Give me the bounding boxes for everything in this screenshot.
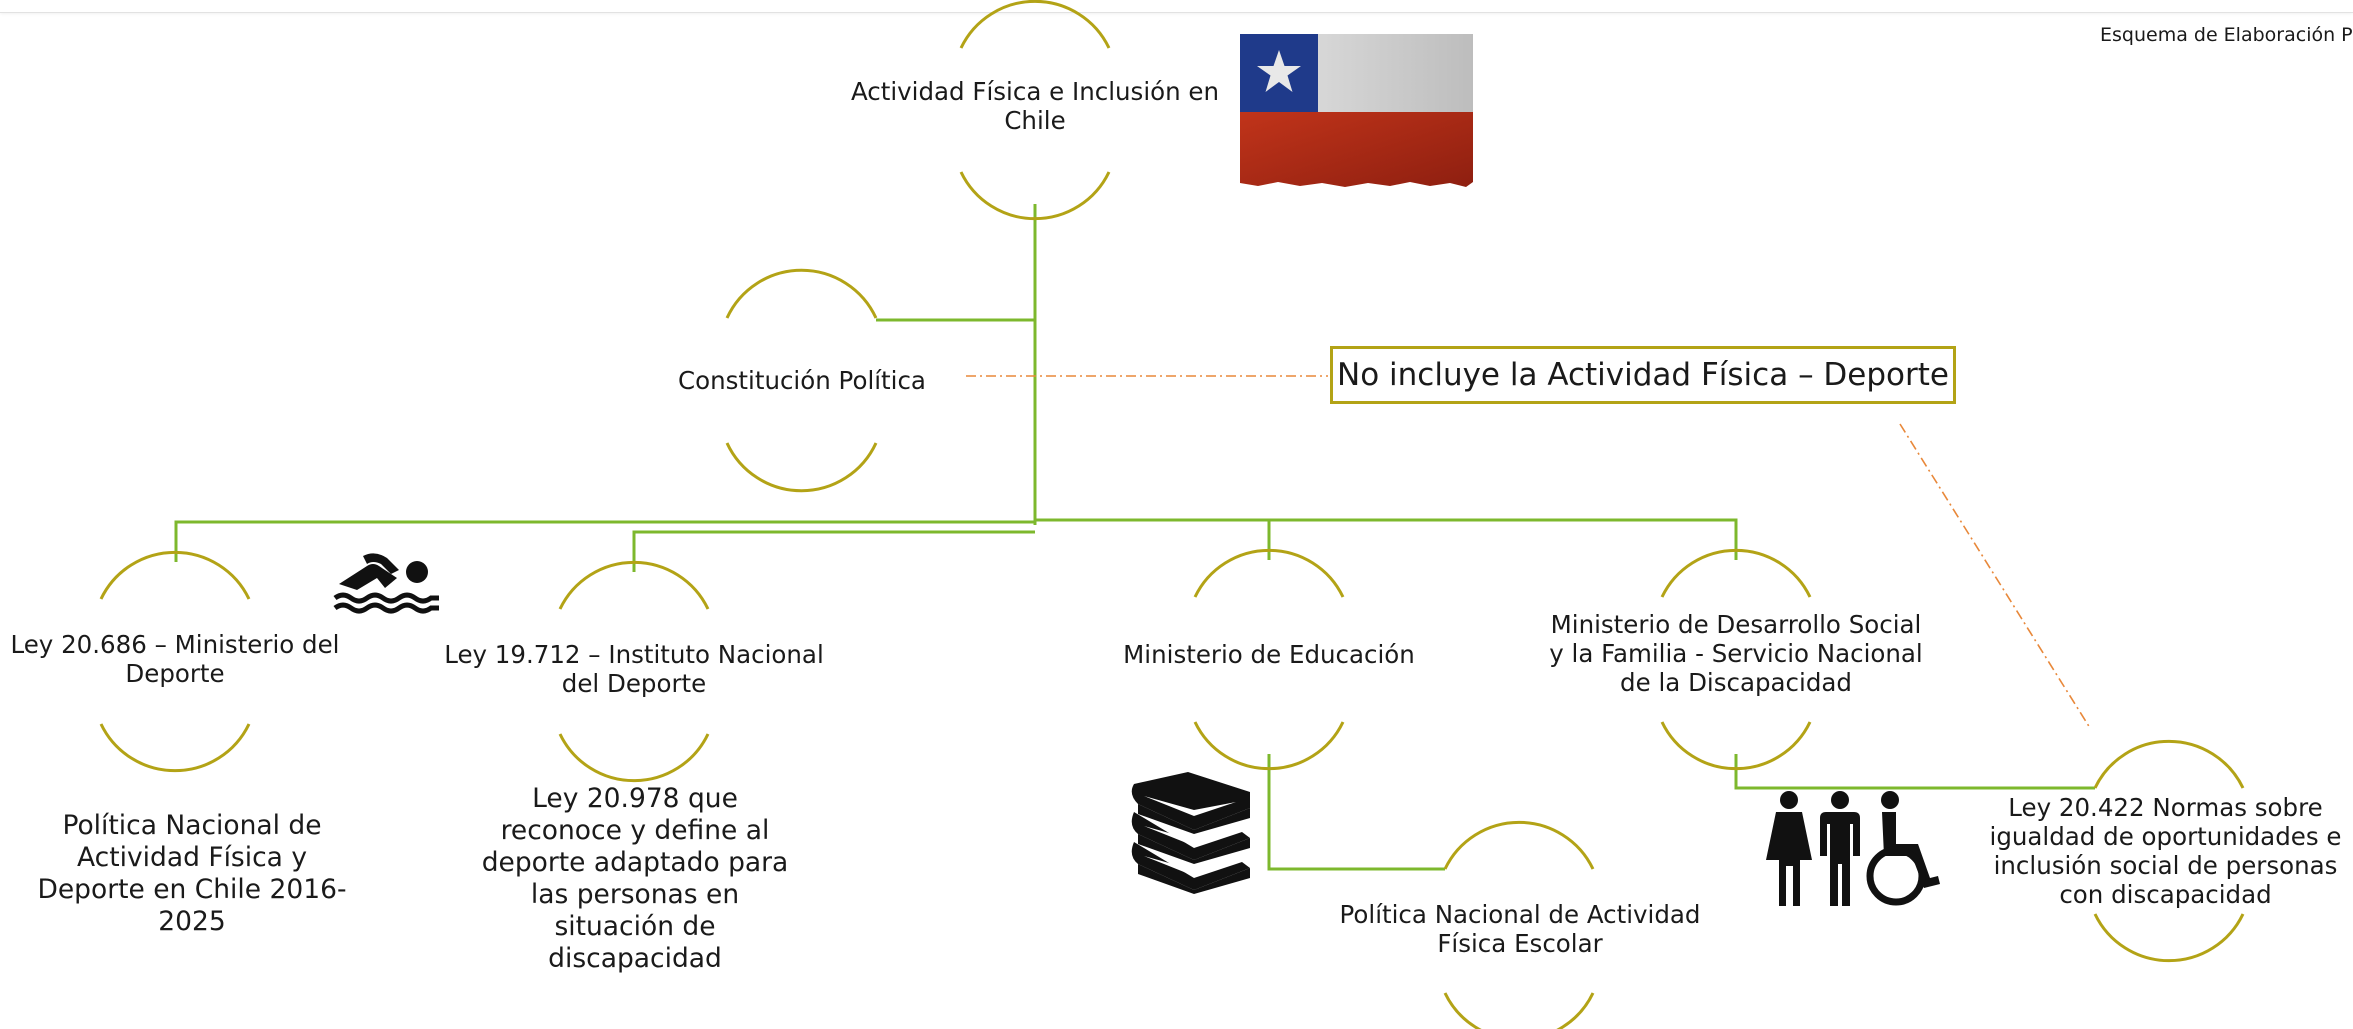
top-toolbar-edge — [0, 0, 2353, 13]
constitution-node-label: Constitución Política — [678, 366, 926, 395]
desarrollo-social-sub-label: Ley 20.422 Normas sobre igualdad de opor… — [1989, 793, 2342, 909]
header-note: Esquema de Elaboración P — [2100, 24, 2353, 46]
people-accessibility-icon — [1766, 791, 1940, 906]
ley-19712-label: Ley 19.712 – Instituto Nacional del Depo… — [444, 640, 824, 698]
books-icon — [1131, 772, 1250, 894]
connector-right-rail — [1035, 518, 1738, 560]
arc-constitution-top — [725, 268, 878, 319]
arc-mineduc-bottom — [1193, 721, 1345, 771]
note-box: No incluye la Actividad Física – Deporte — [1330, 346, 1956, 404]
arc-root-top — [959, 0, 1111, 49]
arc-escolar-top — [1443, 820, 1595, 870]
root-node-label: Actividad Física e Inclusión en Chile — [850, 77, 1220, 135]
arc-constitution-bottom — [725, 442, 878, 493]
mineduc-sub-label: Política Nacional de Actividad Física Es… — [1339, 900, 1701, 958]
arc-ley20422-bottom — [2093, 913, 2245, 963]
connectors — [174, 204, 2095, 871]
mineduc-label: Ministerio de Educación — [1123, 640, 1415, 669]
swimmer-icon — [333, 553, 439, 614]
connector-desarrollo-sub — [1734, 754, 2095, 790]
arc-escolar-bottom — [1443, 992, 1595, 1029]
arc-desarrollo-top — [1660, 548, 1812, 598]
arc-ley20422-top — [2093, 739, 2245, 789]
note-label: No incluye la Actividad Física – Deporte — [1337, 357, 1949, 393]
ley-20686-sub-label: Política Nacional de Actividad Física y … — [37, 810, 347, 937]
desarrollo-social-label: Ministerio de Desarrollo Social y la Fam… — [1549, 610, 1923, 697]
connector-ley20686 — [174, 520, 1035, 562]
arc-root-bottom — [959, 171, 1111, 221]
dashed-link-note-ley20422 — [1899, 423, 2091, 729]
arc-ley20686-top — [99, 550, 251, 600]
dashed-links — [966, 375, 2091, 729]
arc-ley19712-top — [558, 560, 710, 610]
connector-mineduc-sub — [1267, 754, 1445, 871]
arc-ley19712-bottom — [558, 733, 710, 783]
chile-flag-icon — [1240, 34, 1473, 187]
arc-desarrollo-bottom — [1660, 721, 1812, 771]
arc-mineduc-top — [1193, 548, 1345, 598]
ley-20686-label: Ley 20.686 – Ministerio del Deporte — [10, 630, 340, 688]
arc-ley20686-bottom — [99, 723, 251, 773]
node-arcs — [99, 0, 2245, 1029]
connector-ley19712 — [632, 530, 1035, 572]
ley-19712-sub-label: Ley 20.978 que reconoce y define al depo… — [481, 783, 789, 974]
